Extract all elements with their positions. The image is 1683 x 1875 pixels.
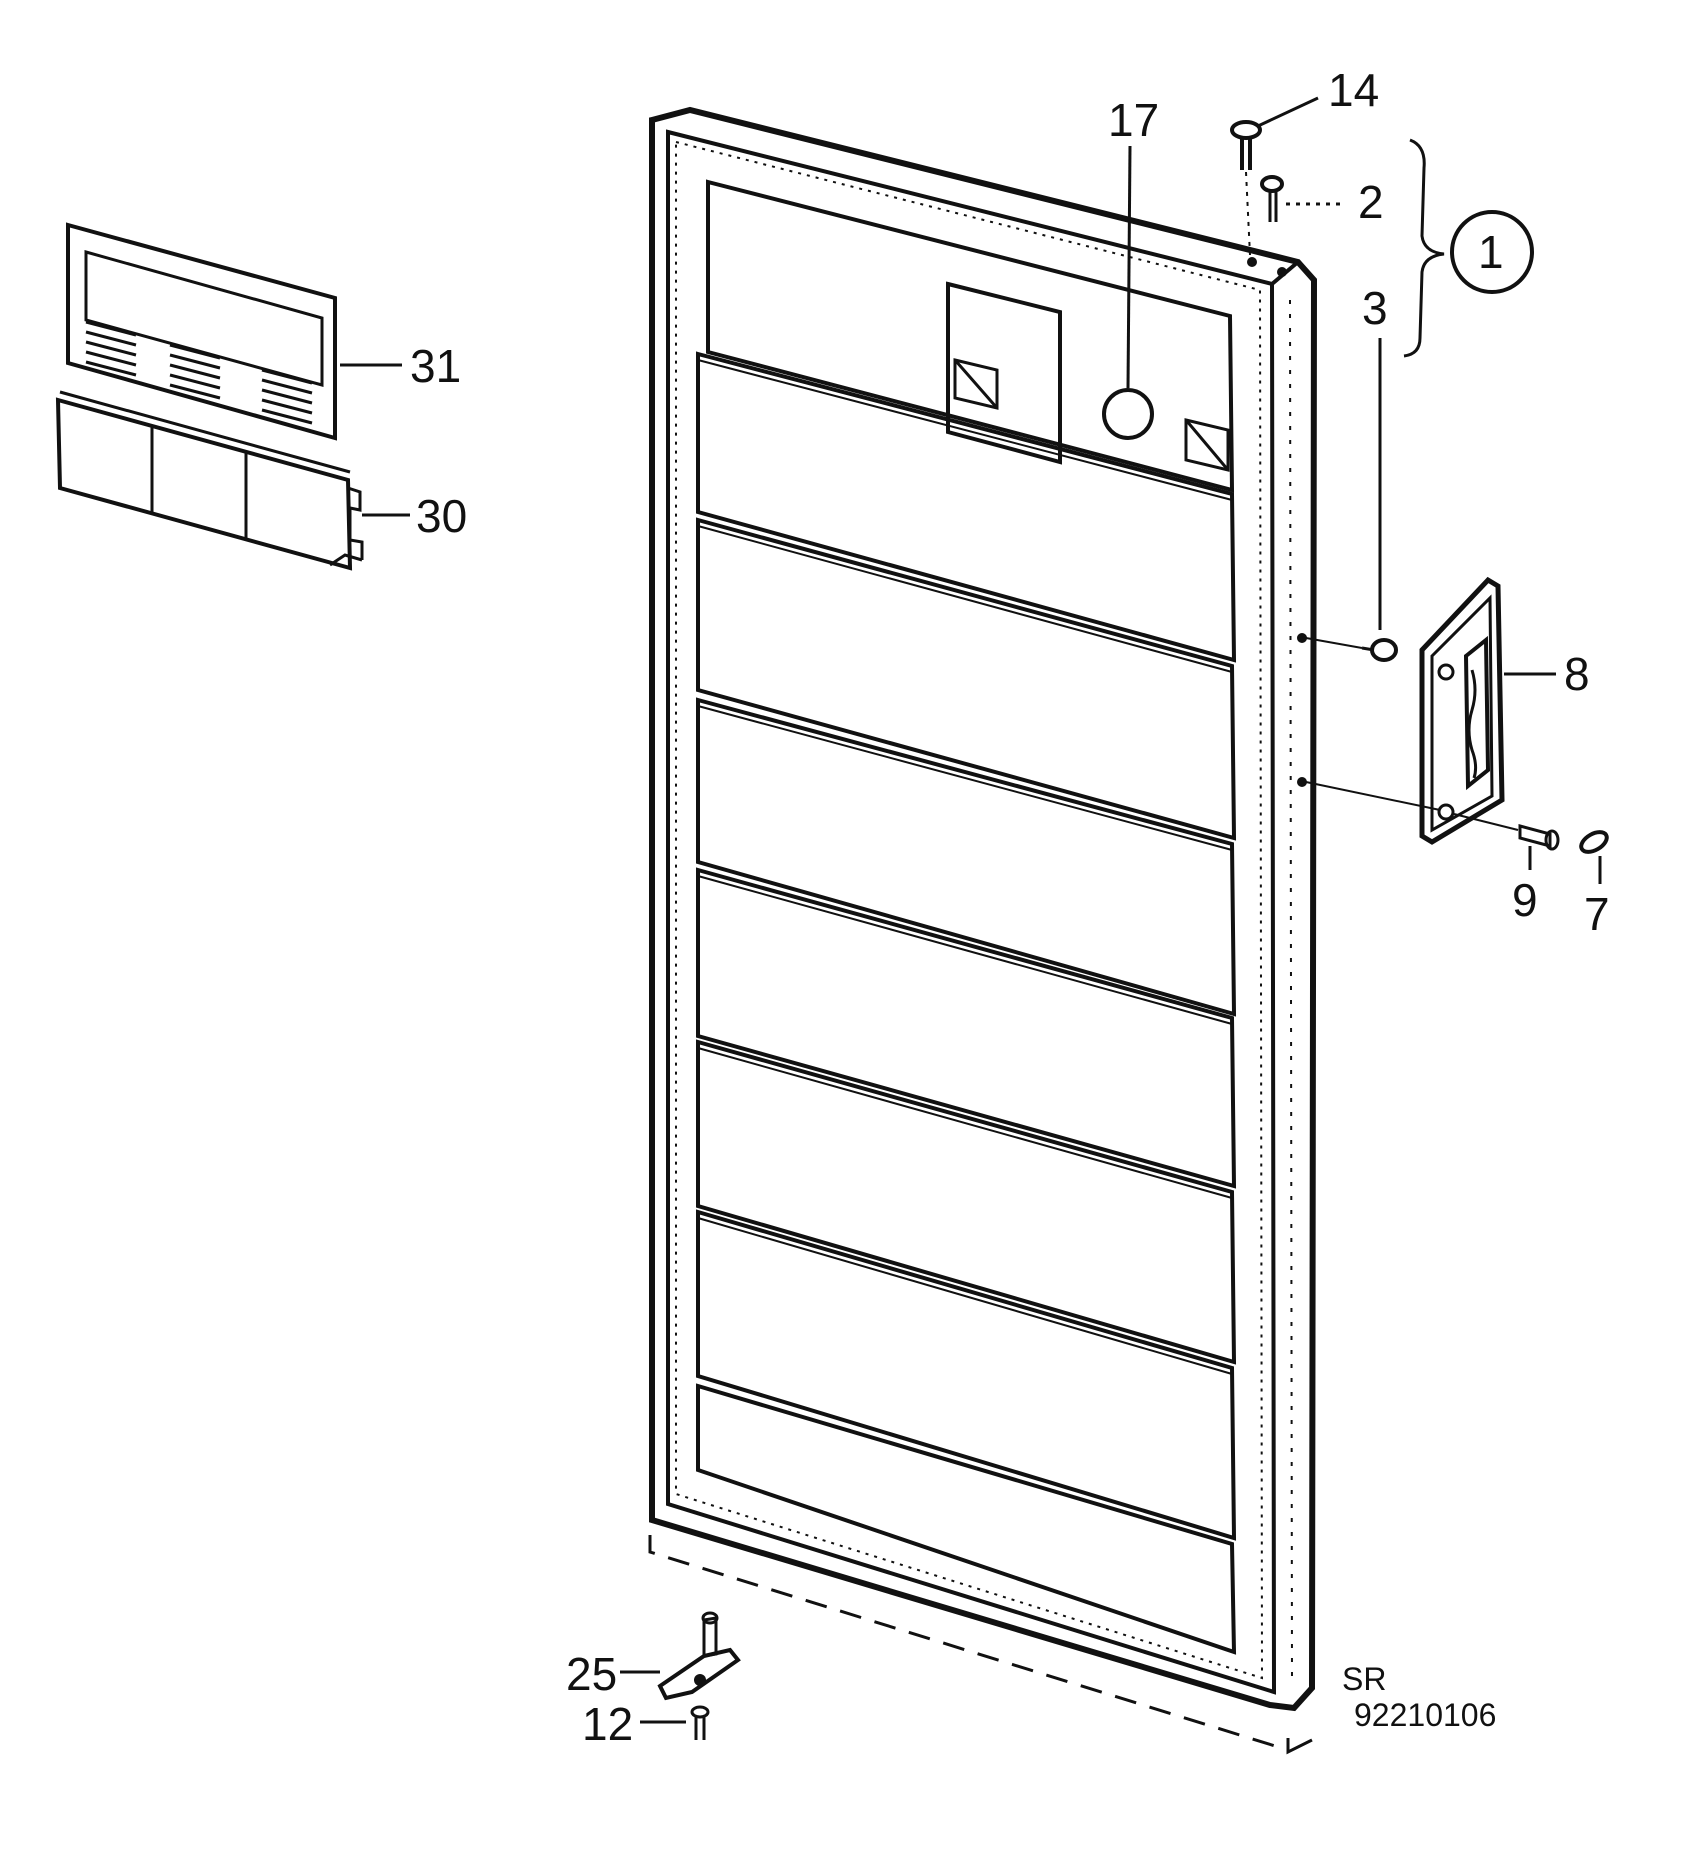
- label-2: 2: [1358, 176, 1384, 228]
- label-7: 7: [1584, 888, 1610, 940]
- label-25: 25: [566, 1648, 617, 1700]
- label-1: 1: [1478, 226, 1504, 278]
- drawing-code-line1: SR: [1342, 1661, 1386, 1697]
- part-9-screw: [1453, 813, 1560, 870]
- part-12-screw: [640, 1705, 710, 1740]
- part-8-handle: [1305, 576, 1556, 845]
- label-14: 14: [1328, 64, 1379, 116]
- part-25-bottom-hinge: [620, 1611, 741, 1701]
- door-assembly: [648, 106, 1318, 1755]
- part-7-cap: [1579, 830, 1609, 884]
- label-31: 31: [410, 340, 461, 392]
- label-9: 9: [1512, 874, 1538, 926]
- part-17-plug: [1102, 388, 1154, 440]
- leader-17: [1126, 145, 1132, 389]
- label-30: 30: [416, 490, 467, 542]
- part-14-hinge-pin: [1230, 96, 1319, 256]
- part-30-panel-base: [55, 390, 410, 571]
- label-3: 3: [1362, 282, 1388, 334]
- callout-circle-1: [1450, 210, 1534, 294]
- bracket-group-1: [1403, 138, 1445, 358]
- part-2-screw: [1260, 175, 1340, 222]
- label-8: 8: [1564, 648, 1590, 700]
- part-31-control-panel: [66, 222, 402, 441]
- part-3-screw: [1305, 637, 1398, 662]
- drawing-code-line2: 92210106: [1354, 1697, 1496, 1733]
- label-12: 12: [582, 1698, 633, 1750]
- label-17: 17: [1108, 94, 1159, 146]
